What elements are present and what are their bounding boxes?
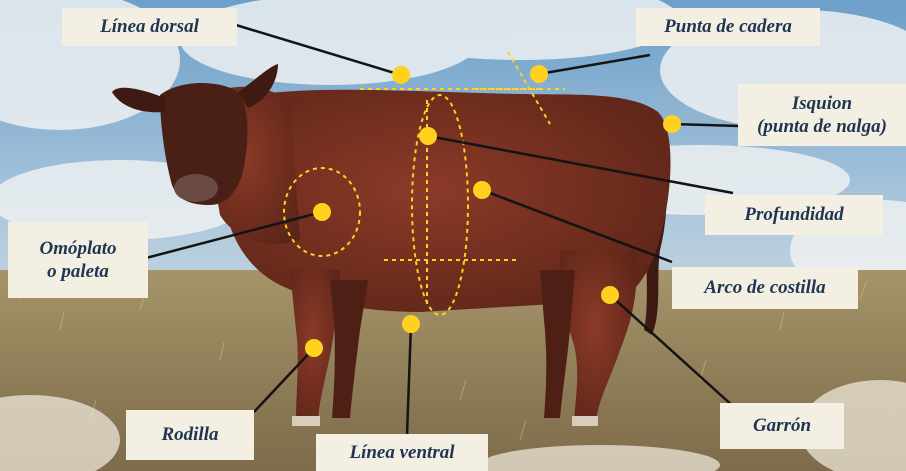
label-isquion: Isquion (punta de nalga) [738,84,906,146]
marker-profundidad [419,127,437,145]
marker-linea-ventral [402,315,420,333]
label-profundidad: Profundidad [705,195,883,235]
marker-omoplato [313,203,331,221]
label-omoplato: Omóplato o paleta [8,222,148,298]
label-arco-de-costilla: Arco de costilla [672,267,858,309]
marker-linea-dorsal [392,66,410,84]
marker-rodilla [305,339,323,357]
marker-isquion [663,115,681,133]
label-rodilla: Rodilla [126,410,254,460]
label-omoplato-line1: Omóplato [39,237,116,260]
label-garron: Garrón [720,403,844,449]
label-punta-de-cadera: Punta de cadera [636,8,820,46]
label-isquion-line1: Isquion [792,92,852,115]
label-linea-ventral: Línea ventral [316,434,488,471]
marker-garron [601,286,619,304]
marker-punta-de-cadera [530,65,548,83]
label-linea-dorsal: Línea dorsal [62,8,237,46]
label-omoplato-line2: o paleta [47,260,109,283]
marker-arco-de-costilla [473,181,491,199]
label-isquion-line2: (punta de nalga) [757,115,887,138]
